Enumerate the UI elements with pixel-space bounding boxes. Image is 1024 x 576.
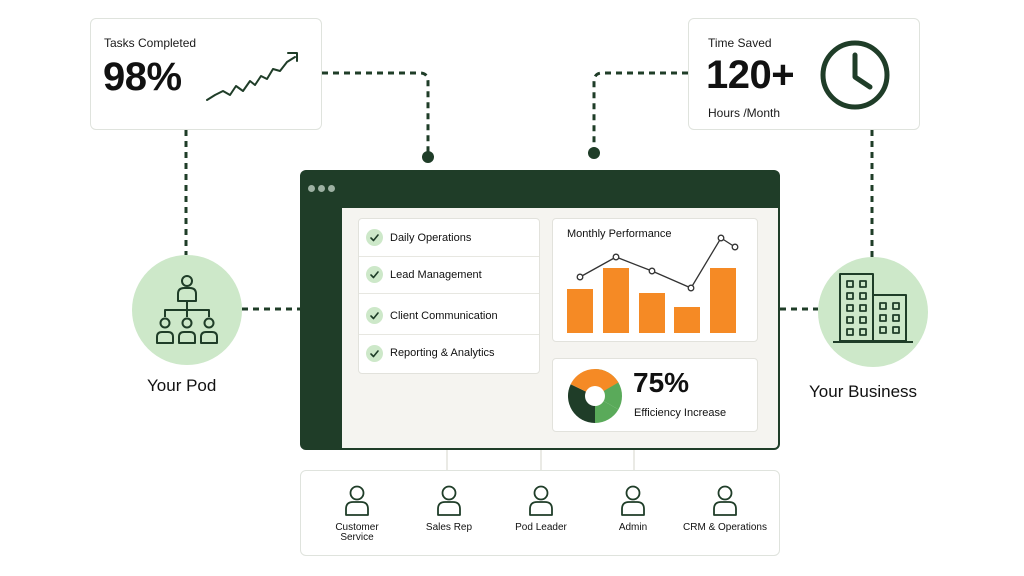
efficiency-label: Efficiency Increase — [634, 407, 727, 419]
window-dot — [318, 185, 325, 192]
org-chart-icon — [156, 275, 218, 344]
checklist-item-label: Reporting & Analytics — [390, 347, 495, 359]
monthly-performance-graphic — [567, 234, 739, 333]
pod-roles: Customer Service Sales Rep Pod Leader Ad… — [300, 470, 780, 556]
business-label: Your Business — [809, 382, 918, 401]
window-dot — [308, 185, 315, 192]
buildings-icon — [833, 273, 913, 343]
role-label: Sales Rep — [425, 522, 473, 533]
trend-up-icon — [206, 52, 298, 101]
pod-circle — [132, 255, 242, 365]
efficiency-card: 75% Efficiency Increase — [552, 358, 758, 432]
performance-bar — [639, 293, 665, 333]
time-saved-value: 120+ — [706, 53, 795, 97]
checklist-item: Lead Management — [359, 256, 539, 294]
performance-point — [717, 234, 725, 242]
monthly-performance-title: Monthly Performance — [567, 228, 672, 240]
performance-point — [687, 284, 695, 292]
person-icon — [437, 485, 461, 516]
person-icon — [621, 485, 645, 516]
tasks-completed-card: Tasks Completed 98% — [90, 18, 322, 130]
efficiency-value: 75% — [633, 367, 690, 398]
role-label: Pod Leader — [515, 522, 567, 533]
monthly-performance-card: Monthly Performance — [552, 218, 758, 342]
performance-point — [576, 273, 584, 281]
role-item: Customer Service — [309, 471, 405, 557]
role-label: Admin — [618, 522, 648, 533]
check-icon — [366, 344, 383, 362]
service-checklist: Daily Operations Lead Management Client … — [358, 218, 540, 374]
checklist-item-label: Client Communication — [390, 309, 498, 322]
performance-point — [612, 253, 620, 261]
checklist-item-label: Daily Operations — [390, 231, 472, 244]
business-circle — [818, 257, 928, 367]
tasks-completed-value: 98% — [103, 55, 182, 99]
time-saved-label: Time Saved — [708, 36, 772, 50]
performance-bar — [674, 307, 700, 333]
performance-bar — [710, 268, 736, 333]
person-icon — [713, 485, 737, 516]
checklist-item: Daily Operations — [359, 219, 539, 257]
tasks-completed-label: Tasks Completed — [104, 36, 197, 50]
checklist-item: Client Communication — [359, 297, 539, 335]
window-dot — [328, 185, 335, 192]
time-saved-unit: Hours /Month — [708, 106, 781, 120]
clock-icon — [820, 40, 890, 110]
performance-bar — [603, 268, 629, 333]
person-icon — [529, 485, 553, 516]
dashboard-window: Daily Operations Lead Management Client … — [300, 170, 780, 450]
performance-bar — [567, 289, 593, 333]
time-saved-card: Time Saved 120+ Hours /Month — [688, 18, 920, 130]
role-item: Sales Rep — [401, 471, 497, 557]
check-icon — [366, 307, 383, 324]
window-controls — [308, 185, 335, 192]
role-label: CRM & Operations — [683, 522, 767, 533]
check-icon — [366, 266, 383, 283]
checklist-item: Reporting & Analytics — [359, 334, 539, 372]
performance-point — [731, 243, 739, 251]
check-icon — [366, 229, 383, 246]
pod-label: Your Pod — [147, 376, 217, 395]
performance-point — [648, 267, 656, 275]
role-item: Pod Leader — [493, 471, 589, 557]
role-label: Customer Service — [335, 522, 379, 543]
efficiency-donut — [567, 369, 623, 423]
checklist-item-label: Lead Management — [390, 268, 482, 281]
role-item: Admin — [585, 471, 681, 557]
person-icon — [345, 485, 369, 516]
role-item: CRM & Operations — [677, 471, 773, 557]
